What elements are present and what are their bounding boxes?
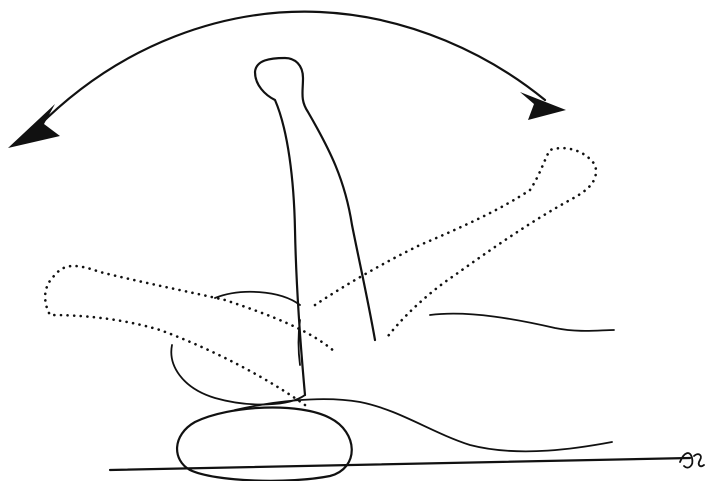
hip-outline xyxy=(171,345,305,404)
ground-line-path xyxy=(110,458,690,470)
thigh-outline xyxy=(215,292,300,305)
signature-mark xyxy=(680,453,704,468)
dotted-leg-left-position xyxy=(45,266,335,405)
dotted-leg-right-outline xyxy=(315,148,596,340)
dotted-leg-left-outline xyxy=(45,266,335,405)
dotted-leg-right-position xyxy=(315,148,596,340)
torso-upper-outline xyxy=(430,314,614,331)
artist-signature xyxy=(680,453,704,468)
range-of-motion-arrow xyxy=(8,12,566,148)
reclining-body xyxy=(171,292,614,452)
motion-arc xyxy=(30,12,545,135)
torso-lower-outline xyxy=(235,399,612,451)
ground-line xyxy=(110,458,690,470)
support-cushion xyxy=(177,407,352,480)
arrowhead-left xyxy=(8,104,60,148)
raised-leg xyxy=(255,58,375,395)
arrowhead-right xyxy=(520,92,566,120)
raised-leg-outline xyxy=(255,58,375,395)
